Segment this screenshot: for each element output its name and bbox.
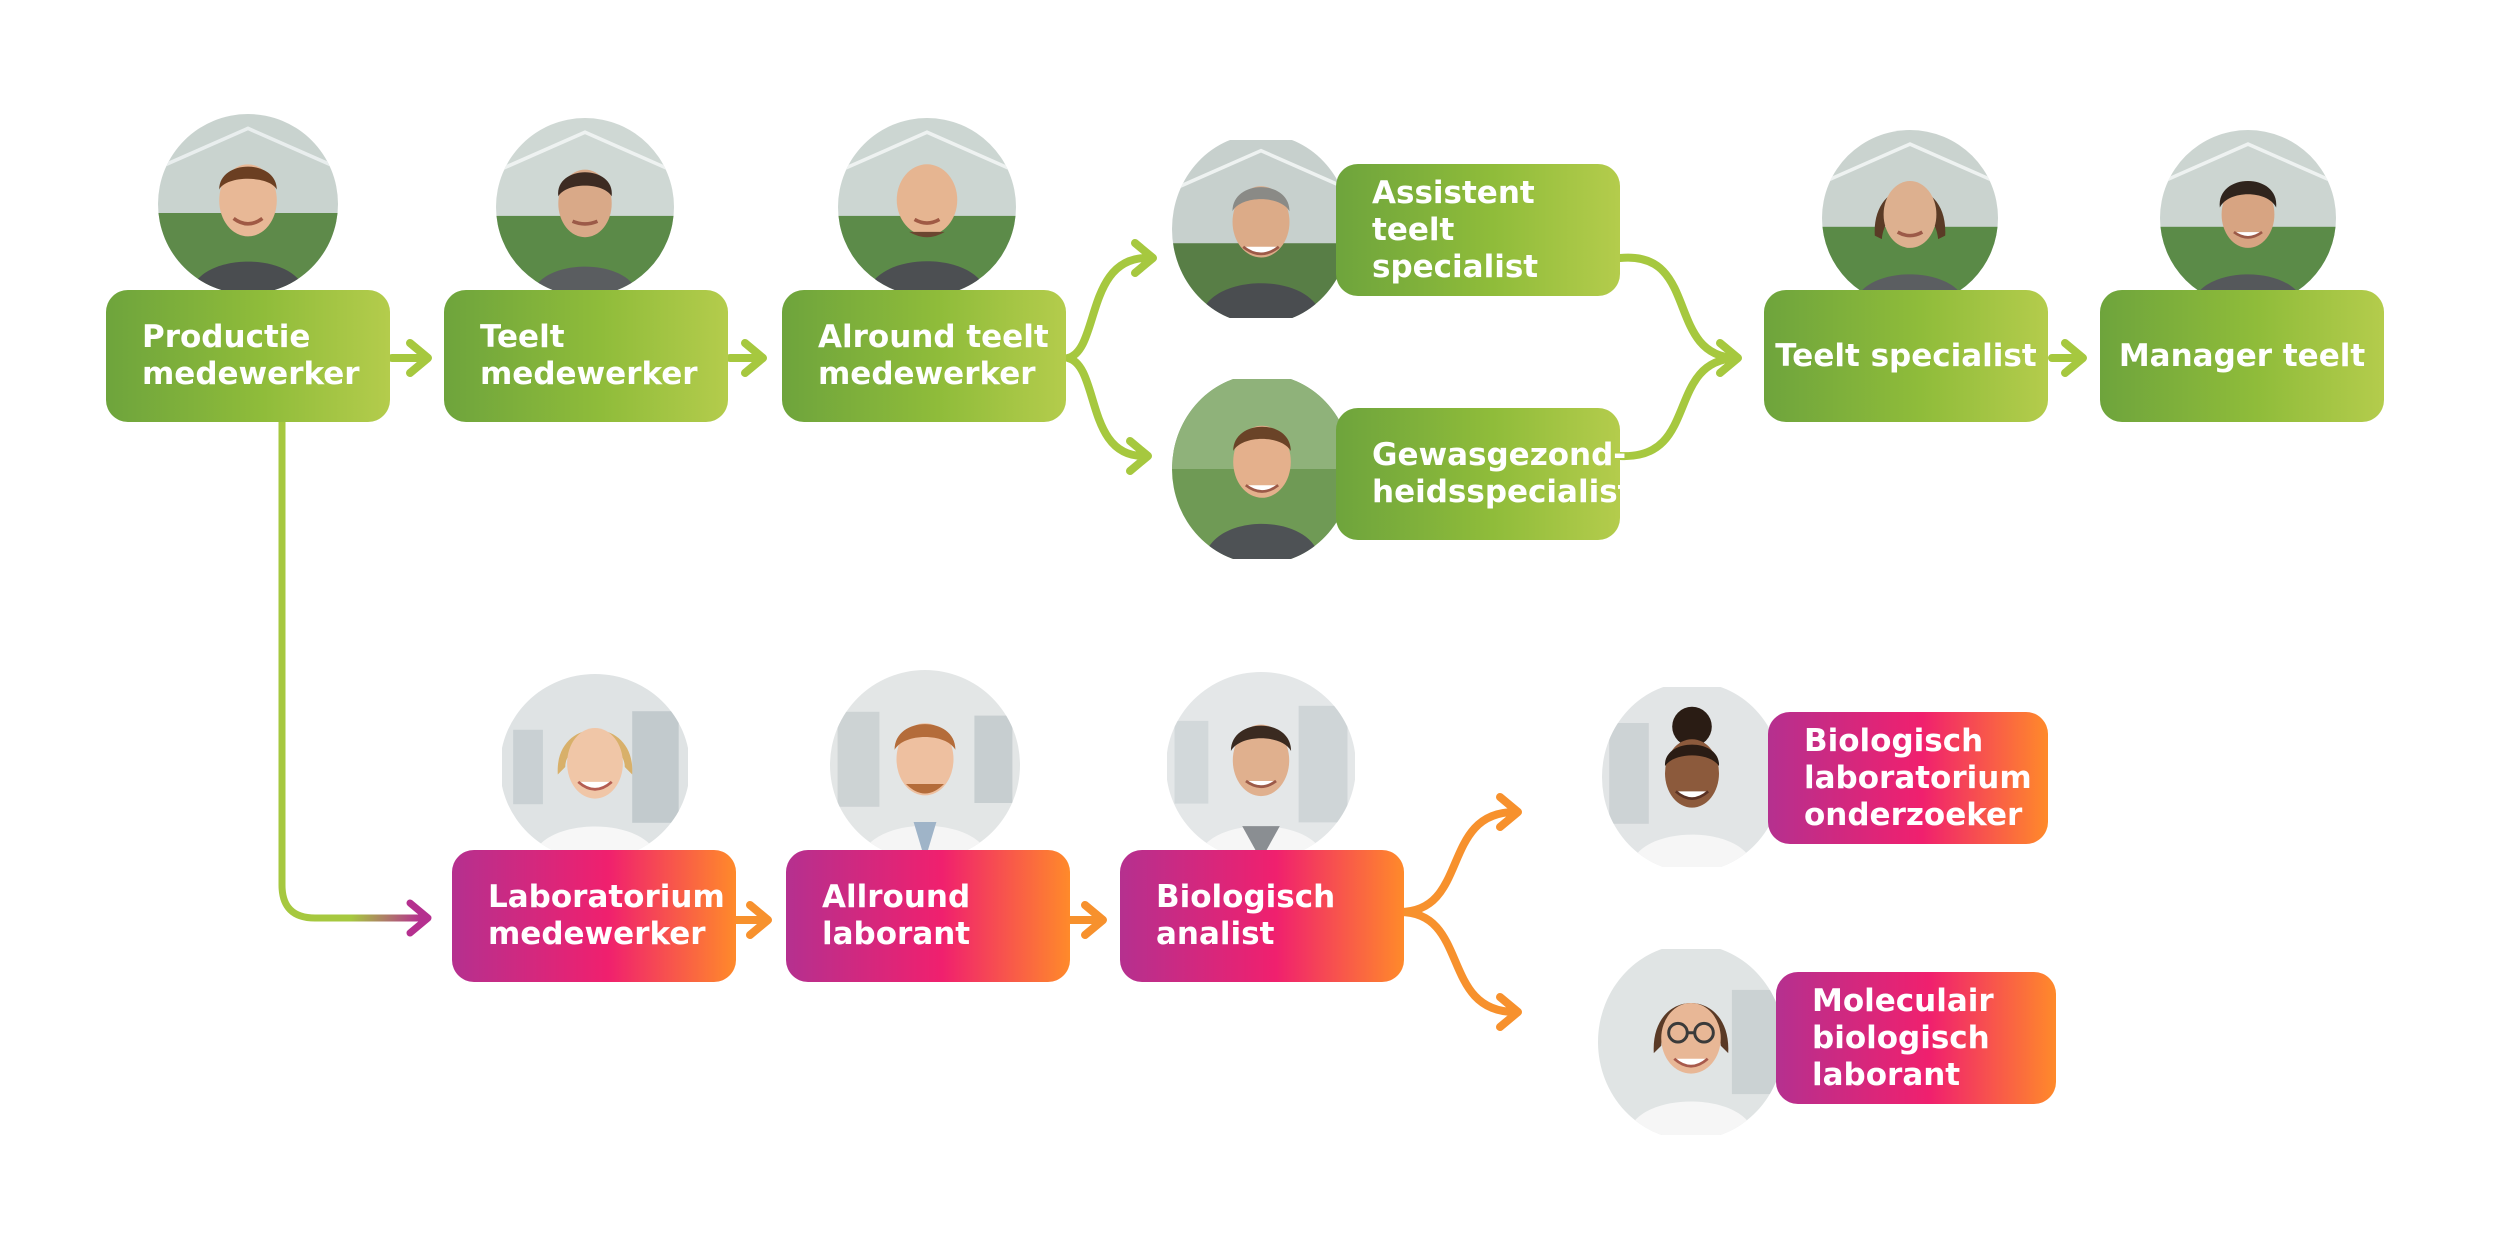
node-label-line: Teelt specialist	[1775, 337, 2037, 374]
avatar-biologisch-analist	[1166, 672, 1356, 860]
avatar-allround-teelt-medewerker	[838, 118, 1016, 296]
arrow-allround-to-gewas	[1064, 354, 1152, 475]
node-label-line: Biologisch	[1156, 879, 1336, 915]
node-label-line: medewerker	[142, 356, 360, 392]
node-manager-teelt: Manager teelt	[2100, 290, 2384, 422]
person-icon	[2160, 130, 2336, 306]
node-label-line: biologisch	[1812, 1019, 1990, 1056]
person-icon	[1172, 140, 1350, 318]
node-label-line: Allround	[822, 879, 971, 915]
avatar-manager-teelt	[2160, 130, 2336, 306]
person-icon	[1602, 687, 1782, 867]
node-label-line: medewerker	[818, 356, 1036, 392]
person-icon	[830, 670, 1020, 860]
node-label-line: analist	[1156, 916, 1275, 952]
node-allround-laborant: Allround laborant	[786, 850, 1070, 982]
person-icon	[1598, 949, 1784, 1135]
node-label-line: medewerker	[480, 356, 698, 392]
avatar-teelt-medewerker	[496, 118, 674, 296]
person-icon	[1172, 379, 1352, 559]
node-label-line: Alround teelt	[818, 319, 1049, 355]
node-label-line: Assistent teelt	[1372, 174, 1535, 248]
arrow-productie-to-teelt	[388, 339, 432, 377]
node-laboratorium-medewerker: Laboratorium medewerker	[452, 850, 736, 982]
avatar-moleculair-biologisch-laborant	[1598, 944, 1784, 1140]
person-icon	[838, 118, 1016, 296]
node-label-line: Laboratorium	[488, 879, 725, 915]
node-label-line: laborant	[1812, 1056, 1961, 1093]
person-icon	[1167, 672, 1355, 860]
arrow-analist-to-onderzoeker	[1396, 793, 1522, 916]
node-label-line: laboratorium	[1804, 759, 2032, 796]
node-label-line: Teelt	[480, 319, 565, 355]
node-productie-medewerker: Productie medewerker	[106, 290, 390, 422]
node-biologisch-analist: Biologisch analist	[1120, 850, 1404, 982]
avatar-allround-laborant	[830, 670, 1020, 860]
arrow-teelt-to-allround	[726, 339, 767, 377]
node-teelt-medewerker: Teelt medewerker	[444, 290, 728, 422]
avatar-assistent-teelt-specialist	[1172, 134, 1350, 324]
avatar-teelt-specialist	[1822, 130, 1998, 306]
person-icon	[1822, 130, 1998, 306]
node-label-line: Manager teelt	[2118, 337, 2366, 374]
arrow-gewas-to-teelt-specialist	[1616, 339, 1742, 461]
node-label-line: onderzoeker	[1804, 796, 2023, 833]
person-icon	[496, 118, 674, 296]
node-gewasgezondheidsspecialist: Gewasgezond- heidsspecialist	[1336, 408, 1633, 540]
arrow-teelt-specialist-to-manager	[2048, 339, 2087, 377]
node-label-line: specialist	[1372, 248, 1539, 285]
arrow-assistent-to-teelt-specialist	[1616, 253, 1739, 362]
avatar-productie-medewerker	[158, 114, 338, 294]
avatar-biologisch-laboratorium-onderzoeker	[1602, 682, 1782, 872]
node-moleculair-biologisch-laborant: Moleculair biologisch laborant	[1776, 972, 2056, 1104]
avatar-gewasgezondheidsspecialist	[1172, 374, 1352, 564]
arrow-productie-to-lab	[278, 416, 424, 922]
node-label-line: laborant	[822, 916, 971, 952]
node-teelt-specialist: Teelt specialist	[1764, 290, 2048, 422]
arrow-allround-to-assistent	[1064, 239, 1157, 362]
node-label-line: medewerker	[488, 916, 706, 952]
node-label-line: Gewasgezond-	[1372, 437, 1627, 473]
avatar-laboratorium-medewerker	[500, 674, 690, 860]
node-label-line: Moleculair	[1812, 982, 1994, 1019]
node-assistent-teelt-specialist: Assistent teelt specialist	[1336, 164, 1620, 296]
node-label-line: Productie	[142, 319, 311, 355]
node-alround-teelt-medewerker: Alround teelt medewerker	[782, 290, 1066, 422]
node-label-line: heidsspecialist	[1372, 474, 1633, 510]
arrow-productie-to-lab-head	[406, 899, 432, 937]
arrow-analist-to-moleculair	[1396, 908, 1522, 1031]
person-icon	[502, 674, 688, 860]
node-label-line: Biologisch	[1804, 722, 1984, 759]
node-biologisch-laboratorium-onderzoeker: Biologisch laboratorium onderzoeker	[1768, 712, 2048, 844]
person-icon	[158, 114, 338, 294]
